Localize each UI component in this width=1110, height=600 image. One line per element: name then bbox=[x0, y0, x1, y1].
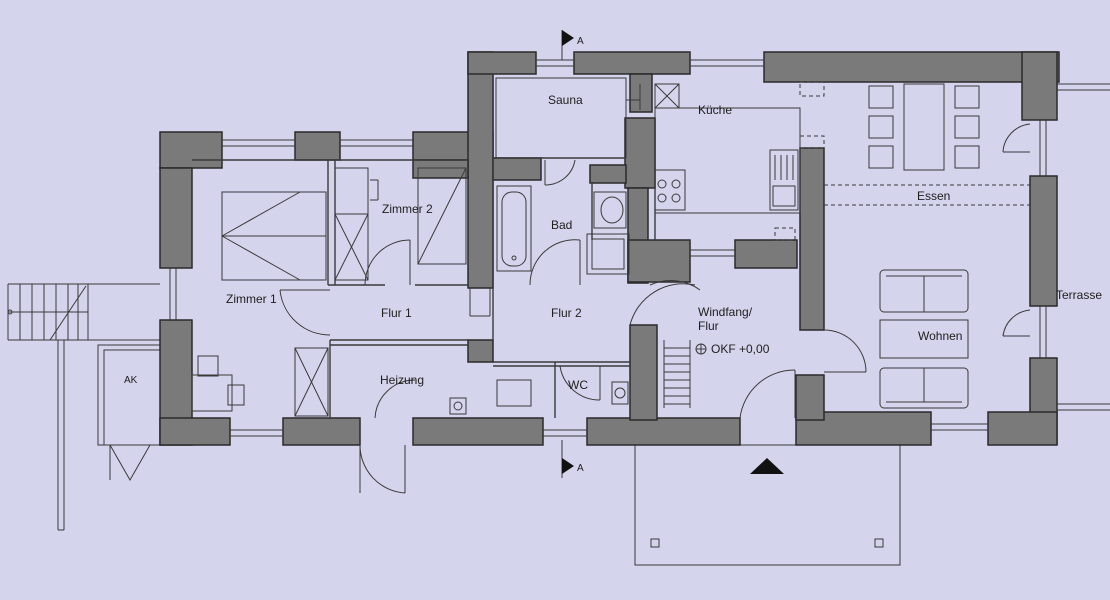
label-flur: Flur bbox=[698, 319, 719, 333]
label-okf: OKF +0,00 bbox=[711, 342, 770, 356]
section-marker-top: A bbox=[577, 36, 584, 47]
label-zimmer2: Zimmer 2 bbox=[382, 202, 433, 216]
label-heizung: Heizung bbox=[380, 373, 424, 387]
windows bbox=[169, 59, 1047, 437]
section-flag-icon bbox=[561, 30, 574, 60]
terrace-lines bbox=[1057, 83, 1110, 411]
label-terrasse: Terrasse bbox=[1056, 288, 1102, 302]
entrance-platform bbox=[634, 444, 901, 566]
label-bad: Bad bbox=[551, 218, 572, 232]
label-windfang: Windfang/ bbox=[698, 305, 753, 319]
exterior-stairs bbox=[7, 283, 160, 531]
label-ak: AK bbox=[124, 375, 138, 386]
label-zimmer1: Zimmer 1 bbox=[226, 292, 277, 306]
furniture bbox=[191, 77, 980, 417]
room-labels: Sauna Küche Essen Terrasse Zimmer 1 Zimm… bbox=[124, 93, 1102, 392]
doors bbox=[279, 123, 1031, 494]
label-flur2: Flur 2 bbox=[551, 306, 582, 320]
section-flag-icon bbox=[561, 440, 574, 478]
interior-partitions bbox=[192, 74, 656, 418]
walls bbox=[159, 51, 1060, 446]
label-essen: Essen bbox=[917, 189, 950, 203]
level-marker-icon bbox=[695, 343, 707, 355]
label-kueche: Küche bbox=[698, 103, 732, 117]
label-wohnen: Wohnen bbox=[918, 329, 962, 343]
label-flur1: Flur 1 bbox=[381, 306, 412, 320]
section-marker-bottom: A bbox=[577, 463, 584, 474]
label-wc: WC bbox=[568, 378, 588, 392]
label-sauna: Sauna bbox=[548, 93, 583, 107]
ak-room bbox=[97, 344, 161, 482]
entrance-triangle-icon bbox=[750, 458, 784, 474]
